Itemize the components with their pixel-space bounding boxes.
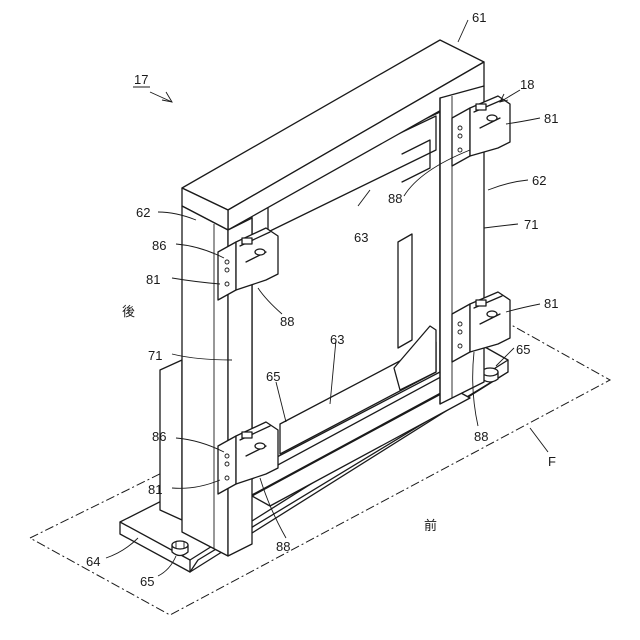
label-right-post-face: 71 — [524, 217, 538, 232]
label-base-plate: 64 — [86, 554, 100, 569]
label-left-post: 62 — [136, 205, 150, 220]
label-floor: F — [548, 454, 556, 469]
label-right-post: 62 — [532, 173, 546, 188]
label-latch-ul: 81 — [146, 272, 160, 287]
bolt-left — [172, 541, 188, 556]
label-lower-crossbar: 63 — [330, 332, 344, 347]
label-top-beam: 61 — [472, 10, 486, 25]
label-latch-ll: 81 — [148, 482, 162, 497]
label-block-ul: 86 — [152, 238, 166, 253]
label-hook-ll: 88 — [276, 539, 290, 554]
label-hook-lr: 88 — [474, 429, 488, 444]
label-latch-lr: 81 — [544, 296, 558, 311]
label-front: 前 — [424, 518, 437, 534]
label-hook-ul: 88 — [280, 314, 294, 329]
label-upper-crossbar: 63 — [354, 230, 368, 245]
label-latch-ur: 81 — [544, 111, 558, 126]
label-bolt-left: 65 — [140, 574, 154, 589]
label-inner-bolt: 65 — [516, 342, 530, 357]
label-left-post-face: 71 — [148, 348, 162, 363]
label-block-ll: 86 — [152, 429, 166, 444]
label-hook-ur: 88 — [388, 191, 402, 206]
label-latch-assembly: 18 — [520, 77, 534, 92]
label-bolt-inner-left: 65 — [266, 369, 280, 384]
label-frame: 17 — [134, 72, 148, 87]
label-rear: 後 — [122, 305, 135, 320]
